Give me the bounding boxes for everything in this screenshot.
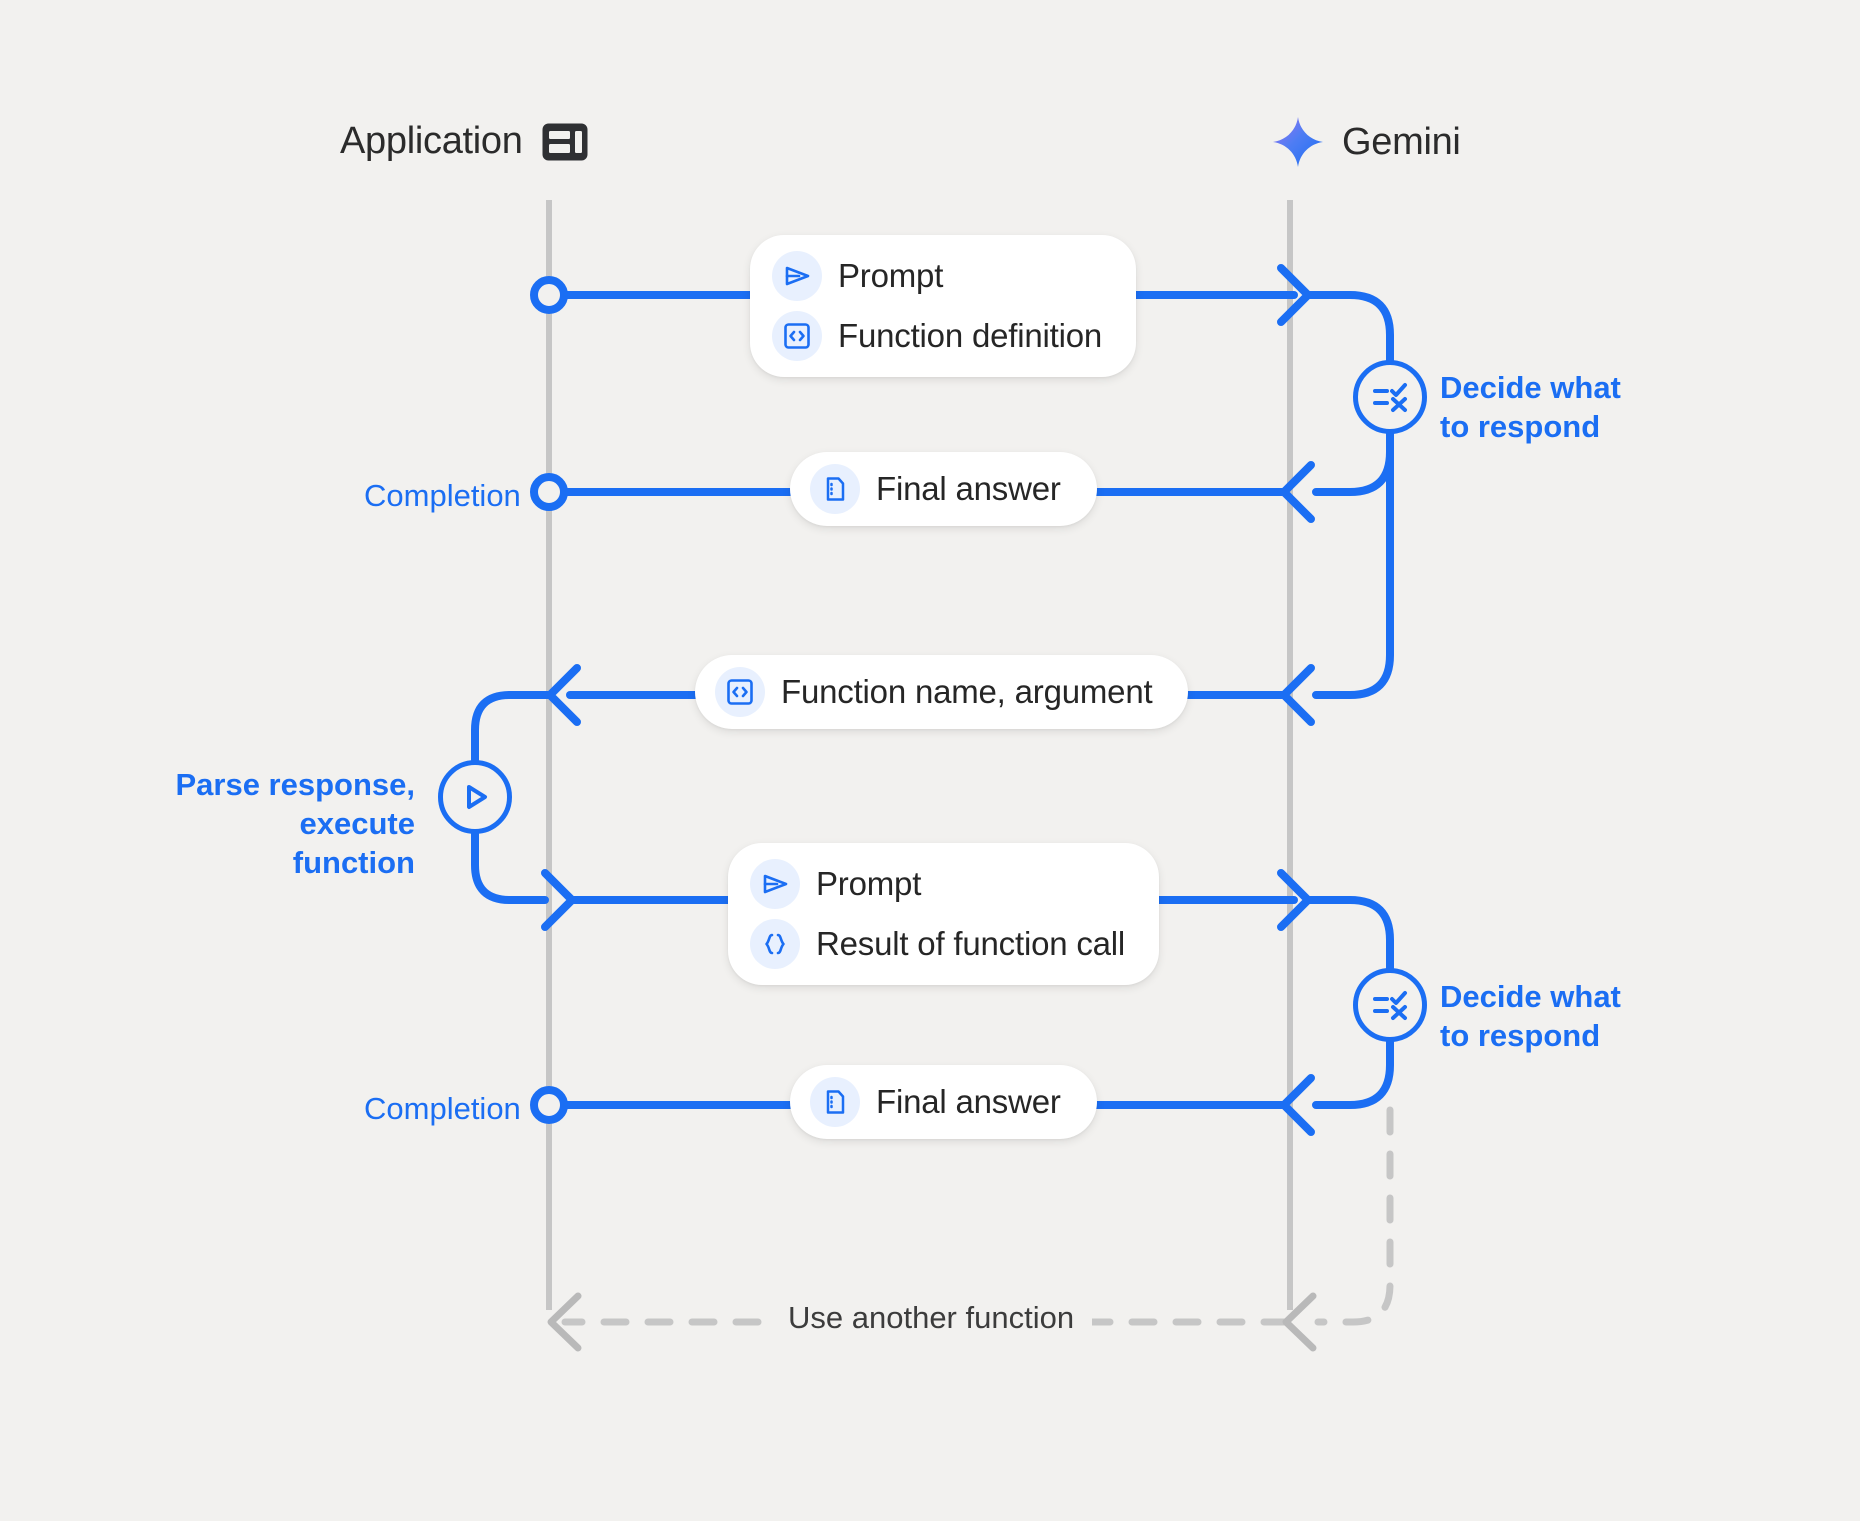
node-start-dot — [530, 276, 568, 314]
message-label: Result of function call — [816, 925, 1126, 962]
column-title-application: Application — [340, 120, 523, 162]
code-brackets-icon — [715, 667, 765, 717]
caption-parse-execute: Parse response, execute function — [175, 767, 415, 881]
message-label: Prompt — [816, 865, 922, 902]
message-label: Final answer — [876, 470, 1061, 507]
column-title-gemini: Gemini — [1342, 120, 1461, 163]
pill-row: Prompt — [772, 251, 1102, 301]
loop-label: Use another function — [770, 1300, 1093, 1336]
column-header-application: Application — [340, 120, 589, 163]
node-parse-execute[interactable] — [438, 760, 512, 834]
pill-row: Final answer — [810, 464, 1061, 514]
message-final-answer-2[interactable]: Final answer — [790, 1065, 1097, 1139]
caption-completion-2: Completion — [364, 1091, 521, 1126]
node-completion-dot-2 — [530, 1086, 568, 1124]
message-function-call[interactable]: Function name, argument — [695, 655, 1189, 729]
pill-row: Result of function call — [750, 919, 1125, 969]
caption-decide-1: Decide what to respond — [1440, 370, 1621, 445]
node-completion-dot-1 — [530, 473, 568, 511]
message-final-answer-1[interactable]: Final answer — [790, 452, 1097, 526]
pill-row: Function name, argument — [715, 667, 1153, 717]
checklist-decision-icon — [1369, 376, 1411, 418]
message-label: Function name, argument — [781, 673, 1153, 710]
pill-row: Prompt — [750, 859, 1125, 909]
dashboard-layout-icon — [541, 122, 589, 162]
checklist-decision-icon — [1369, 984, 1411, 1026]
pill-row: Final answer — [810, 1077, 1061, 1127]
message-label: Final answer — [876, 1083, 1061, 1120]
node-decide-1[interactable] — [1353, 360, 1427, 434]
message-label: Function definition — [838, 317, 1103, 354]
document-icon — [810, 464, 860, 514]
message-request-1[interactable]: Prompt Function definition — [750, 235, 1137, 377]
send-icon — [772, 251, 822, 301]
gemini-sparkle-icon — [1272, 116, 1324, 168]
message-label: Prompt — [838, 257, 944, 294]
node-decide-2[interactable] — [1353, 968, 1427, 1042]
play-icon — [457, 779, 493, 815]
document-icon — [810, 1077, 860, 1127]
pill-row: Function definition — [772, 311, 1102, 361]
code-brackets-icon — [772, 311, 822, 361]
caption-completion-1: Completion — [364, 478, 521, 513]
curly-braces-icon — [750, 919, 800, 969]
message-request-2[interactable]: Prompt Result of function call — [728, 843, 1160, 985]
caption-decide-2: Decide what to respond — [1440, 979, 1621, 1054]
column-header-gemini: Gemini — [1272, 116, 1461, 168]
send-icon — [750, 859, 800, 909]
loop-back-path — [561, 1106, 1394, 1326]
